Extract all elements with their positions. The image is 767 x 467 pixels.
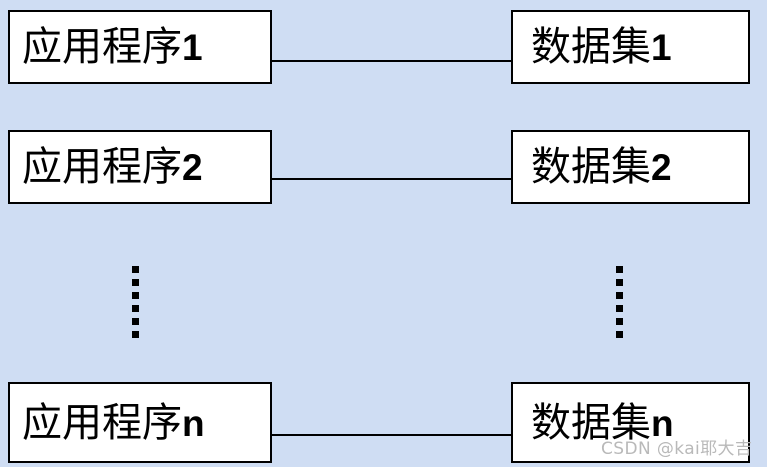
- connector-line-1: [271, 60, 512, 62]
- dataset-node-1-text: 数据集: [531, 24, 651, 69]
- application-node-2-index: 2: [182, 147, 203, 188]
- application-node-1-index: 1: [182, 27, 203, 68]
- dataset-node-n-text: 数据集: [531, 399, 651, 445]
- application-node-1: 应用程序1: [8, 10, 272, 84]
- dataset-node-n-index: n: [651, 402, 674, 444]
- application-node-1-text: 应用程序: [22, 24, 182, 69]
- application-node-n-label: 应用程序n: [10, 399, 205, 445]
- ellipsis-dot: [131, 292, 139, 299]
- dataset-node-n: 数据集n: [511, 382, 750, 463]
- ellipsis-dot: [131, 266, 139, 273]
- dataset-node-2-index: 2: [651, 147, 672, 188]
- application-node-n: 应用程序n: [8, 382, 272, 463]
- connector-line-2: [271, 178, 512, 180]
- dataset-node-1-label: 数据集1: [513, 27, 672, 67]
- dataset-node-n-label: 数据集n: [513, 399, 674, 445]
- connector-line-n: [271, 434, 512, 436]
- ellipsis-dot: [615, 318, 623, 325]
- ellipsis-dot: [615, 292, 623, 299]
- ellipsis-dot: [615, 331, 623, 338]
- dataset-node-2-label: 数据集2: [513, 147, 672, 187]
- application-node-1-label: 应用程序1: [10, 27, 203, 67]
- ellipsis-dot: [131, 331, 139, 338]
- application-node-2-label: 应用程序2: [10, 147, 203, 187]
- application-node-n-text: 应用程序: [22, 399, 182, 445]
- csdn-watermark: CSDN @kai耶大吉: [601, 439, 753, 459]
- dataset-node-1: 数据集1: [511, 10, 750, 84]
- application-node-n-index: n: [182, 402, 205, 444]
- vertical-ellipsis-right-icon: [615, 266, 623, 338]
- application-node-2-text: 应用程序: [22, 144, 182, 189]
- ellipsis-dot: [131, 279, 139, 286]
- ellipsis-dot: [615, 305, 623, 312]
- application-node-2: 应用程序2: [8, 130, 272, 204]
- dataset-node-1-index: 1: [651, 27, 672, 68]
- dataset-node-2: 数据集2: [511, 130, 750, 204]
- dataset-node-2-text: 数据集: [531, 144, 651, 189]
- ellipsis-dot: [615, 266, 623, 273]
- vertical-ellipsis-left-icon: [131, 266, 139, 338]
- ellipsis-dot: [615, 279, 623, 286]
- ellipsis-dot: [131, 305, 139, 312]
- ellipsis-dot: [131, 318, 139, 325]
